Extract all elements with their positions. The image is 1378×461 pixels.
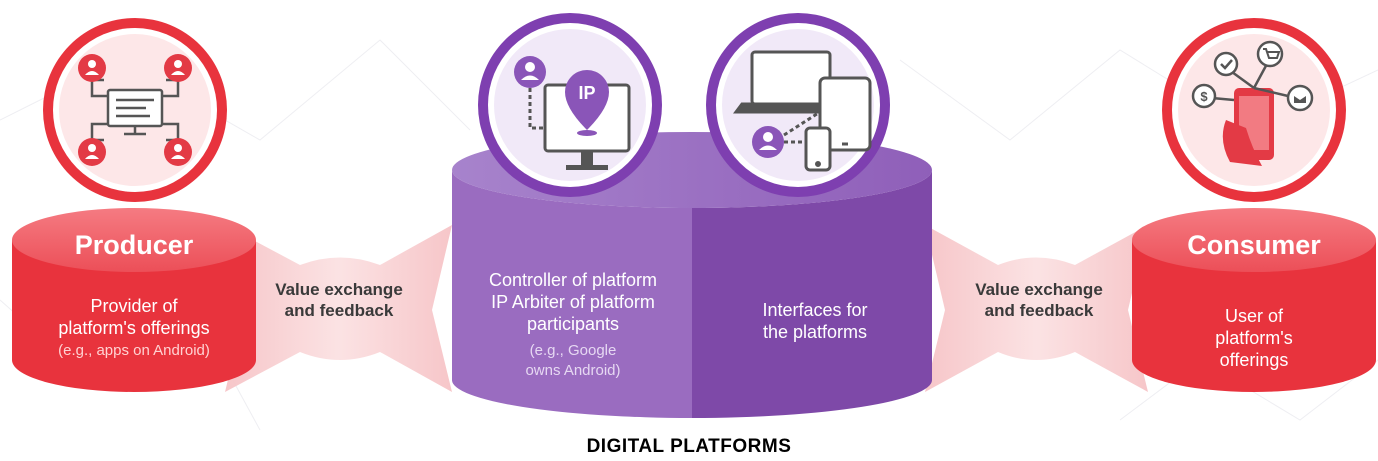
producer-line-1: Provider of bbox=[90, 296, 178, 316]
platform-right-line-2: the platforms bbox=[762, 322, 868, 342]
exchange-arrow-right bbox=[925, 225, 1148, 392]
devices-icon bbox=[733, 50, 872, 172]
ip-icon-text: IP bbox=[578, 83, 595, 103]
exchange-right-line-1: Value exchange bbox=[975, 280, 1103, 299]
consumer-line-2: platform's bbox=[1215, 328, 1293, 348]
phone-commerce-icon: $ bbox=[1191, 40, 1314, 166]
platform-left-icon-circle: IP bbox=[478, 13, 662, 197]
producer-cylinder bbox=[12, 208, 256, 392]
diagram-caption: DIGITAL PLATFORMS bbox=[587, 436, 792, 457]
exchange-left-line-2: and feedback bbox=[284, 301, 394, 320]
consumer-title: Consumer bbox=[1187, 230, 1321, 260]
consumer-line-3: offerings bbox=[1219, 350, 1289, 370]
producer-icon-circle bbox=[43, 18, 227, 202]
user-icons bbox=[78, 54, 192, 166]
consumer-cylinder bbox=[1132, 208, 1376, 392]
ip-monitor-icon: IP bbox=[514, 56, 631, 170]
platform-left-note-2: owns Android) bbox=[525, 362, 621, 379]
platform-left-line-3: participants bbox=[526, 314, 620, 334]
producer-line-2: platform's offerings bbox=[58, 318, 210, 338]
network-users-icon bbox=[90, 78, 180, 142]
producer-title: Producer bbox=[74, 230, 194, 260]
platform-right-line-1: Interfaces for bbox=[762, 300, 868, 320]
exchange-arrow-left bbox=[225, 225, 452, 392]
consumer-line-1: User of bbox=[1224, 306, 1284, 326]
producer-note: (e.g., apps on Android) bbox=[58, 342, 210, 359]
platform-left-line-1: Controller of platform bbox=[488, 270, 658, 290]
exchange-right-line-2: and feedback bbox=[984, 301, 1094, 320]
platform-left-line-2: IP Arbiter of platform bbox=[491, 292, 655, 312]
platform-left-note-1: (e.g., Google bbox=[529, 342, 617, 359]
exchange-left-line-1: Value exchange bbox=[275, 280, 403, 299]
platform-right-icon-circle bbox=[706, 13, 890, 197]
svg-text:$: $ bbox=[1200, 89, 1208, 104]
consumer-icon-circle: $ bbox=[1162, 18, 1346, 202]
